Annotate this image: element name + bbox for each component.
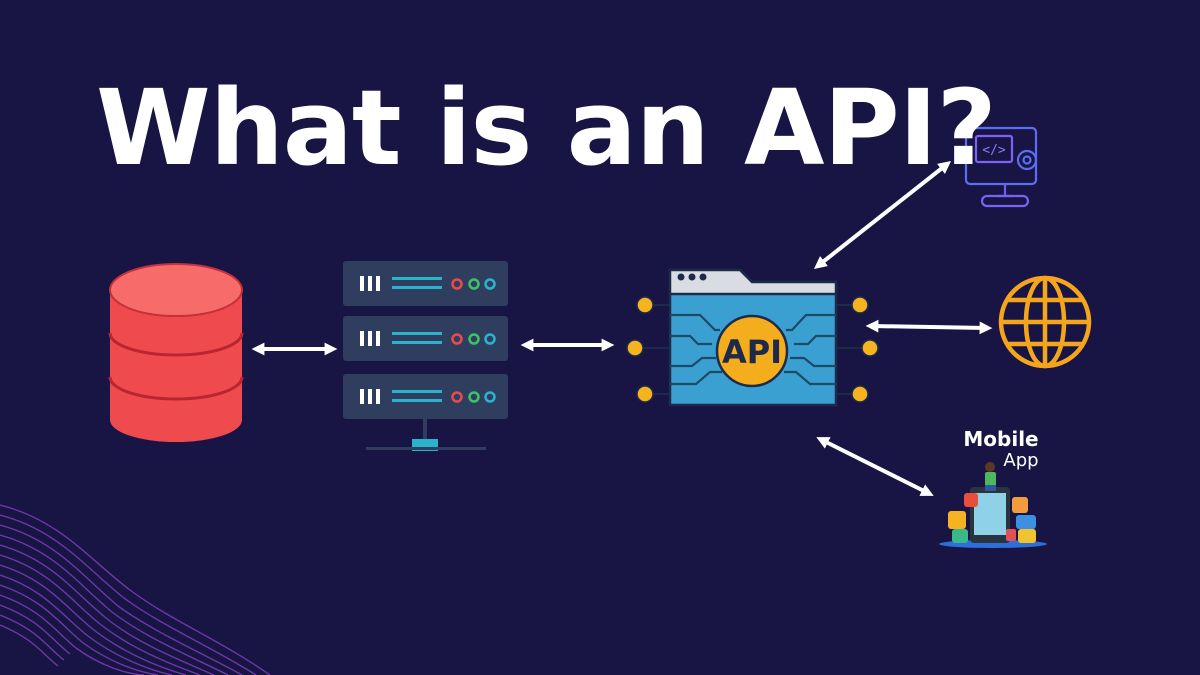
server-unit-3 [343,374,508,419]
mobile-app-label-line1: Mobile [963,427,1038,451]
mobile-app-label-line2: App [1003,450,1038,471]
database-icon [108,263,244,442]
code-monitor-icon: </> [964,126,1038,208]
mobile-app-icon [939,462,1047,548]
network-connector [366,419,486,451]
svg-text:</>: </> [982,143,1006,158]
server-unit-2 [343,316,508,361]
arrow-api-code [813,161,952,269]
arrow-api-web [865,319,993,335]
arrow-api-mobile [816,437,934,496]
server-unit-1 [343,261,508,306]
globe-icon [998,275,1092,369]
api-window-icon [626,268,879,407]
wave-decoration [0,504,271,675]
api-label: API [722,333,782,371]
page-title: What is an API? [96,67,997,189]
server-rack-icon [343,261,508,451]
